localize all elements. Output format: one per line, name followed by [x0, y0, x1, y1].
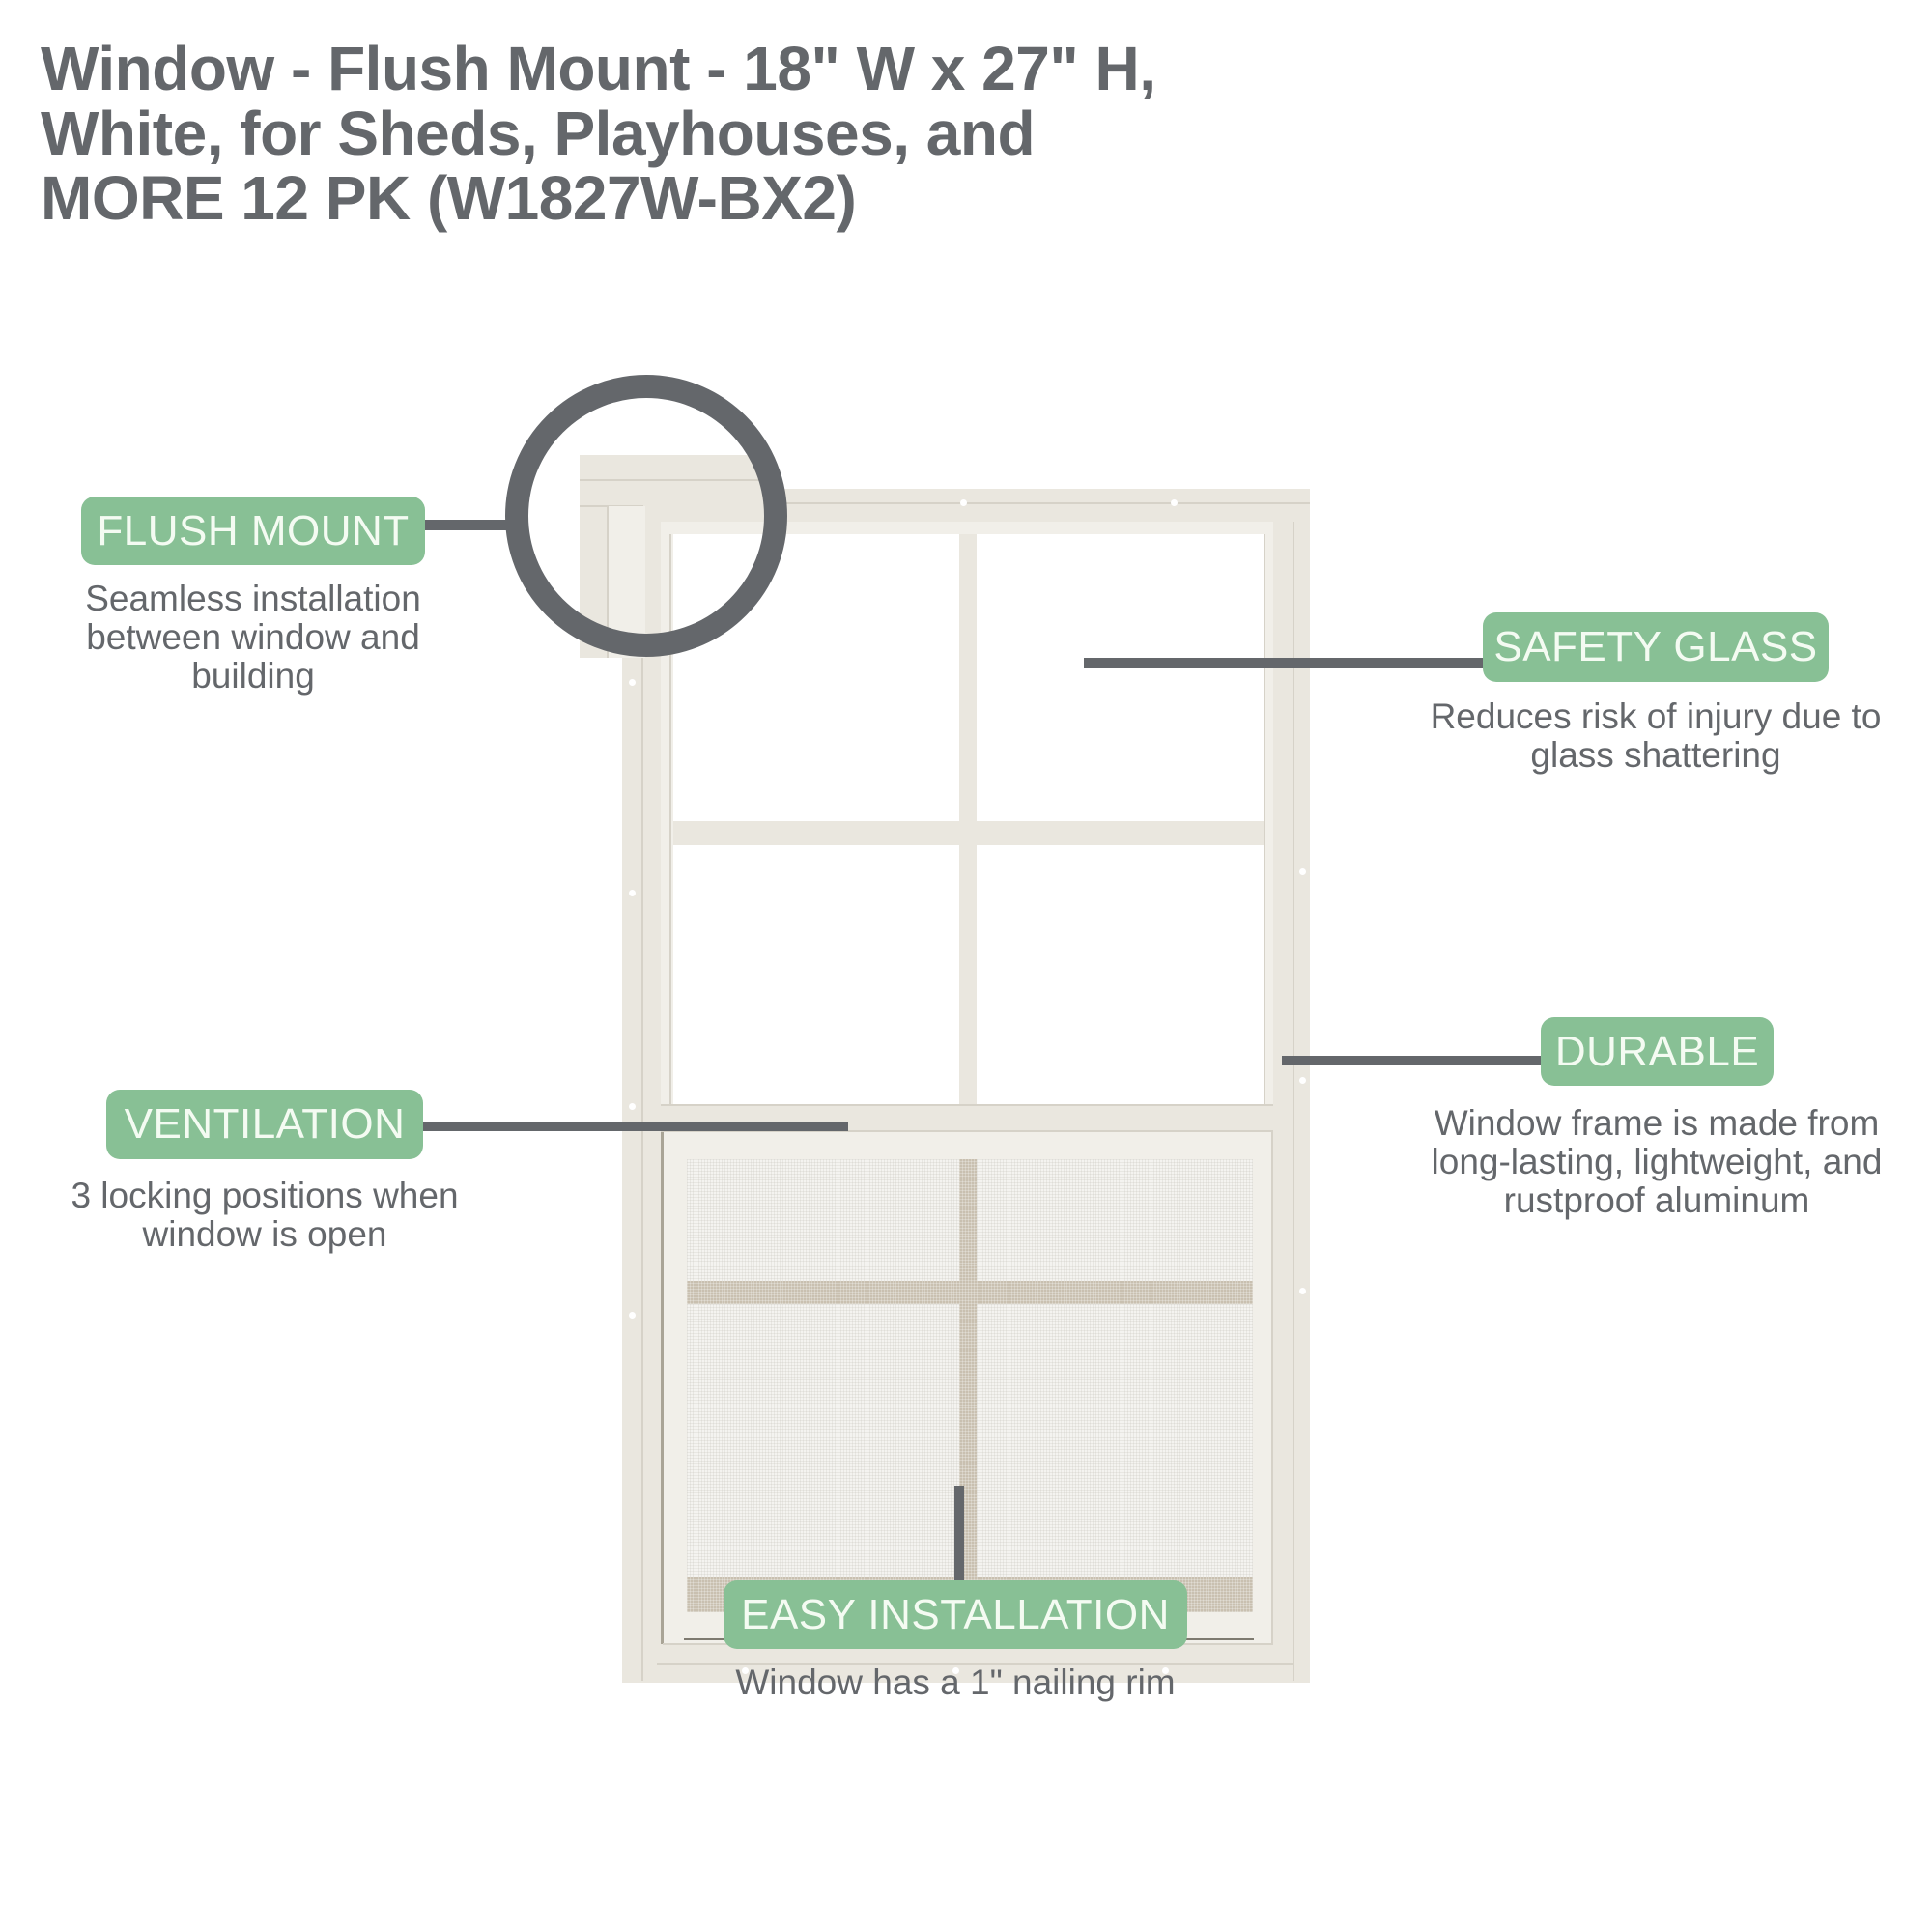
- nail-hole: [629, 1312, 636, 1319]
- easy-installation-badge: EASY INSTALLATION: [724, 1580, 1187, 1649]
- ventilation-desc-line-2: window is open: [142, 1214, 387, 1254]
- durable-description: Window frame is made from long-lasting, …: [1410, 1104, 1903, 1220]
- upper-sash-edge-left: [669, 534, 671, 1104]
- easy-installation-desc-line-1: Window has a 1" nailing rim: [735, 1662, 1176, 1702]
- upper-muntin-vertical: [959, 534, 977, 1104]
- safety-glass-desc-line-1: Reduces risk of injury due to: [1430, 696, 1882, 736]
- nail-hole: [629, 679, 636, 686]
- ventilation-desc-line-1: 3 locking positions when: [71, 1176, 459, 1215]
- upper-pane-bottom-right: [977, 845, 1264, 1104]
- lower-sash-edge-right: [1271, 1132, 1273, 1644]
- durable-leader-line: [1282, 1056, 1543, 1065]
- easy-installation-leader-line: [954, 1486, 964, 1582]
- durable-badge: DURABLE: [1541, 1017, 1774, 1086]
- flush-mount-leader-line: [425, 520, 508, 530]
- nail-hole: [629, 890, 636, 896]
- upper-muntin-horizontal: [673, 821, 1264, 845]
- title-line-2: White, for Sheds, Playhouses, and: [41, 99, 1036, 168]
- upper-sash-edge-right: [1264, 534, 1265, 1104]
- meeting-rail-line-2: [661, 1130, 1273, 1132]
- safety-glass-label: SAFETY GLASS: [1493, 623, 1818, 670]
- nail-hole: [1299, 868, 1306, 875]
- flush-mount-label: FLUSH MOUNT: [97, 506, 410, 554]
- flush-mount-desc-line-2: between window and: [86, 617, 420, 657]
- magnifier-circle-icon: [505, 375, 787, 657]
- easy-installation-description: Window has a 1" nailing rim: [714, 1663, 1197, 1702]
- sash-latch-right: [1186, 1638, 1254, 1640]
- rim-line-right: [1293, 522, 1294, 1681]
- ventilation-label: VENTILATION: [124, 1100, 406, 1148]
- flush-mount-desc-line-1: Seamless installation: [85, 579, 421, 618]
- flush-mount-badge: FLUSH MOUNT: [81, 497, 425, 565]
- ventilation-leader-line: [423, 1122, 848, 1131]
- screen-muntin-vertical: [959, 1159, 977, 1577]
- flush-mount-description: Seamless installation between window and…: [60, 580, 446, 696]
- nail-hole: [960, 499, 967, 506]
- nail-hole: [1299, 1077, 1306, 1084]
- durable-desc-line-3: rustproof aluminum: [1503, 1180, 1810, 1220]
- ventilation-badge: VENTILATION: [106, 1090, 423, 1159]
- rim-line-left: [641, 522, 643, 1681]
- nail-hole: [742, 1667, 749, 1674]
- title-line-3: MORE 12 PK (W1827W-BX2): [41, 163, 857, 233]
- easy-installation-label: EASY INSTALLATION: [741, 1590, 1170, 1638]
- upper-pane-bottom-left: [673, 845, 959, 1104]
- sash-latch-left: [684, 1638, 752, 1640]
- nail-hole: [1299, 1288, 1306, 1294]
- product-title: Window - Flush Mount - 18" W x 27" H, Wh…: [41, 37, 1296, 231]
- nail-hole: [952, 1667, 959, 1674]
- nail-hole: [1171, 499, 1178, 506]
- lower-sash-shadow-left: [661, 1132, 664, 1644]
- title-line-1: Window - Flush Mount - 18" W x 27" H,: [41, 34, 1156, 103]
- durable-desc-line-2: long-lasting, lightweight, and: [1431, 1142, 1883, 1181]
- durable-desc-line-1: Window frame is made from: [1434, 1103, 1880, 1143]
- rim-line-bottom: [657, 1663, 1294, 1665]
- nail-hole: [1162, 1667, 1169, 1674]
- safety-glass-desc-line-2: glass shattering: [1530, 735, 1781, 775]
- safety-glass-leader-line: [1084, 658, 1485, 668]
- nail-hole: [629, 1103, 636, 1110]
- meeting-rail-line: [661, 1104, 1273, 1106]
- ventilation-description: 3 locking positions when window is open: [43, 1177, 487, 1254]
- safety-glass-badge: SAFETY GLASS: [1483, 612, 1829, 682]
- flush-mount-desc-line-3: building: [191, 656, 315, 696]
- upper-pane-top-right: [977, 534, 1264, 821]
- durable-label: DURABLE: [1554, 1027, 1760, 1075]
- safety-glass-description: Reduces risk of injury due to glass shat…: [1414, 697, 1897, 775]
